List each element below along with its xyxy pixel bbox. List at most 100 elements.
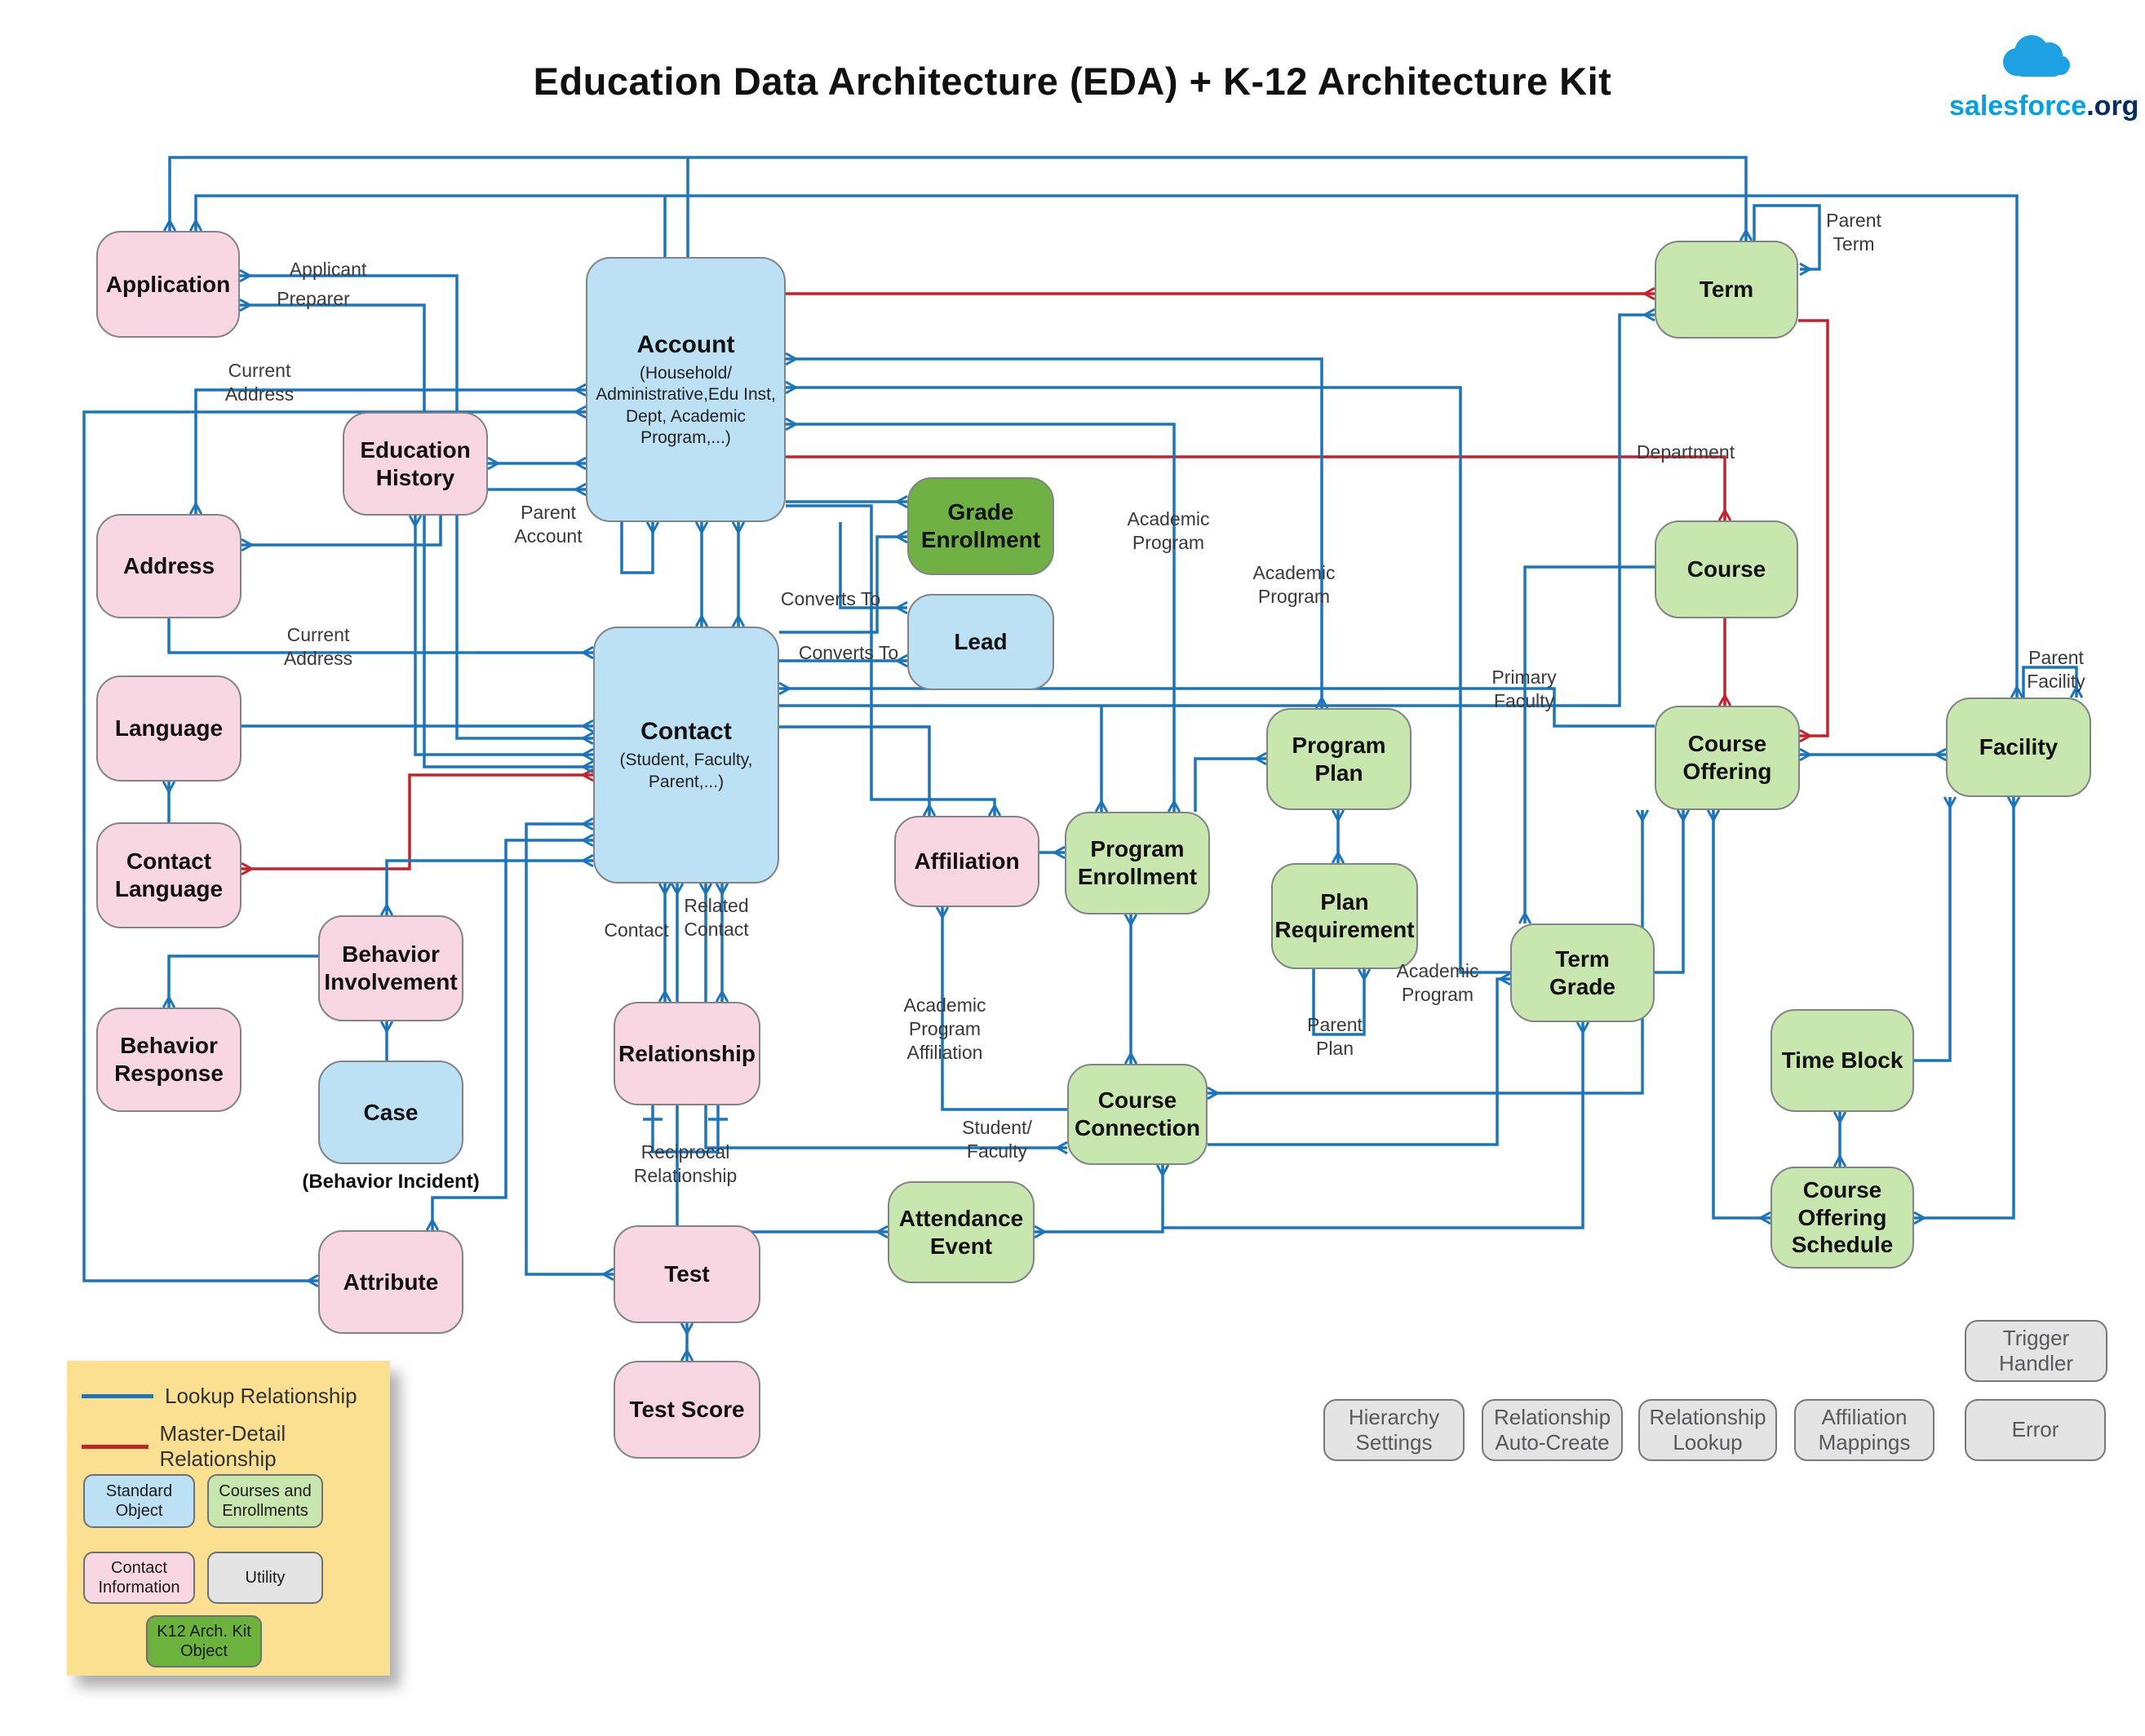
node-error: Error xyxy=(1965,1399,2106,1461)
salesforce-cloud-icon xyxy=(2003,35,2070,77)
node-caption-case: (Behavior Incident) xyxy=(302,1171,480,1193)
lookup-relationship-line xyxy=(1208,979,1510,1146)
node-course-connection: Course Connection xyxy=(1067,1064,1208,1165)
node-term: Term xyxy=(1655,241,1798,339)
node-label-affiliation: Affiliation xyxy=(914,848,1020,875)
node-label-term-grade: Term Grade xyxy=(1549,946,1615,999)
legend-chip-utility: Utility xyxy=(207,1552,323,1604)
node-relationship-lookup: Relationship Lookup xyxy=(1638,1399,1777,1461)
edge-label-primary-faculty: Primary Faculty xyxy=(1491,666,1557,711)
lookup-relationship-line xyxy=(1035,1165,1163,1232)
edge-label-student-faculty: Student/ Faculty xyxy=(962,1117,1032,1162)
lookup-label: Lookup Relationship xyxy=(165,1384,357,1408)
node-label-account: Account xyxy=(636,331,735,358)
node-label-program-enrollment: Program Enrollment xyxy=(1077,836,1198,889)
legend-lookup-row: Lookup Relationship xyxy=(82,1384,357,1409)
lookup-relationship-line xyxy=(1163,1022,1583,1229)
node-relationship-auto-create: Relationship Auto-Create xyxy=(1482,1399,1623,1461)
edge-label-reciprocal-relationship: Reciprocal Relationship xyxy=(633,1141,738,1186)
node-label-contact-language: Contact Language xyxy=(114,848,224,901)
edge-label-parent-plan: Parent Plan xyxy=(1307,1014,1363,1059)
lookup-relationship-line xyxy=(170,156,1746,241)
node-label-hierarchy-settings: Hierarchy Settings xyxy=(1348,1404,1440,1455)
node-relationship: Relationship xyxy=(614,1002,760,1105)
node-label-attendance-event: Attendance Event xyxy=(898,1205,1024,1259)
lookup-relationship-line xyxy=(1753,204,1821,269)
lookup-relationship-line xyxy=(1655,810,1683,974)
node-label-program-plan: Program Plan xyxy=(1292,732,1386,786)
node-term-grade: Term Grade xyxy=(1510,923,1655,1022)
node-affiliation-mappings: Affiliation Mappings xyxy=(1794,1399,1934,1461)
node-program-enrollment: Program Enrollment xyxy=(1065,812,1210,914)
node-course-offering: Course Offering xyxy=(1655,706,1800,810)
node-course-offering-schedule: Course Offering Schedule xyxy=(1771,1167,1914,1269)
edge-label-converts-to: Converts To xyxy=(798,642,899,663)
node-contact: Contact(Student, Faculty, Parent,...) xyxy=(593,627,779,884)
node-label-attribute: Attribute xyxy=(343,1269,439,1295)
edge-label-academic-program: Academic Program xyxy=(1252,562,1336,607)
edge-label-department: Department xyxy=(1636,441,1735,463)
node-label-language: Language xyxy=(114,715,224,742)
node-lead: Lead xyxy=(907,594,1054,690)
edge-label-current-address: Current Address xyxy=(224,360,295,405)
node-label-address: Address xyxy=(122,553,215,579)
legend-chip-k12-arch-kit-object: K12 Arch. Kit Object xyxy=(146,1615,262,1667)
node-affiliation: Affiliation xyxy=(894,816,1039,907)
lookup-line-sample xyxy=(82,1394,153,1398)
salesforce-org-wordmark: salesforce.org xyxy=(1949,91,2139,122)
node-label-plan-requirement: Plan Requirement xyxy=(1274,889,1415,942)
node-attendance-event: Attendance Event xyxy=(888,1181,1035,1283)
master-detail-relationship-line xyxy=(1798,319,1829,736)
lookup-relationship-line xyxy=(2022,666,2076,698)
edge-label-converts-to: Converts To xyxy=(780,588,881,609)
node-trigger-handler: Trigger Handler xyxy=(1965,1320,2107,1382)
edge-label-related-contact: Related Contact xyxy=(684,895,749,940)
lookup-relationship-line xyxy=(167,618,593,653)
node-account: Account (Household/ Administrative,Edu In… xyxy=(586,257,786,522)
node-label-trigger-handler: Trigger Handler xyxy=(1998,1325,2074,1375)
node-label-course-offering: Course Offering xyxy=(1682,731,1772,784)
node-label-relationship-lookup: Relationship Lookup xyxy=(1649,1404,1766,1455)
node-label-facility: Facility xyxy=(1979,734,2059,760)
node-program-plan: Program Plan xyxy=(1266,708,1412,810)
lookup-relationship-line xyxy=(432,840,593,1230)
lookup-relationship-line xyxy=(525,824,614,1274)
node-application: Application xyxy=(96,231,240,338)
node-sublabel-account: (Household/ Administrative,Edu Inst, Dep… xyxy=(596,364,776,447)
legend-panel: Lookup Relationship Master-Detail Relati… xyxy=(67,1361,390,1676)
node-label-lead: Lead xyxy=(954,629,1008,655)
lookup-relationship-line xyxy=(82,412,586,1281)
lookup-relationship-line xyxy=(1208,810,1642,1093)
salesforce-org-logo: salesforce.org xyxy=(1949,31,2139,122)
master-detail-line-sample xyxy=(82,1444,148,1449)
lookup-relationship-line xyxy=(387,861,593,915)
node-course: Course xyxy=(1655,520,1798,618)
edge-label-parent-account: Parent Account xyxy=(514,502,583,547)
lookup-relationship-line xyxy=(1713,810,1771,1218)
lookup-relationship-line xyxy=(1525,565,1655,923)
lookup-relationship-line xyxy=(415,516,593,755)
edge-label-current-address: Current Address xyxy=(283,624,353,669)
lookup-relationship-line xyxy=(942,907,1067,1111)
page-title: Education Data Architecture (EDA) + K-12… xyxy=(533,60,1612,103)
node-label-error: Error xyxy=(2011,1417,2059,1442)
node-label-behavior-involvement: Behavior Involvement xyxy=(324,941,458,994)
node-label-behavior-response: Behavior Response xyxy=(114,1033,224,1086)
node-label-contact: Contact xyxy=(640,718,732,746)
lookup-relationship-line xyxy=(779,537,907,634)
legend-master-detail-row: Master-Detail Relationship xyxy=(82,1421,390,1472)
node-behavior-involvement: Behavior Involvement xyxy=(318,915,463,1021)
node-behavior-response: Behavior Response xyxy=(96,1008,242,1112)
lookup-relationship-line xyxy=(786,359,1322,708)
lookup-relationship-line xyxy=(196,194,2017,698)
lookup-relationship-line xyxy=(779,689,1655,728)
master-detail-relationship-line xyxy=(242,775,593,869)
node-hierarchy-settings: Hierarchy Settings xyxy=(1323,1399,1465,1461)
node-address: Address xyxy=(96,514,242,618)
node-time-block: Time Block xyxy=(1771,1009,1914,1112)
node-label-education-history: Education History xyxy=(360,436,471,490)
lookup-relationship-line xyxy=(169,954,318,1008)
node-case: Case xyxy=(318,1061,463,1164)
